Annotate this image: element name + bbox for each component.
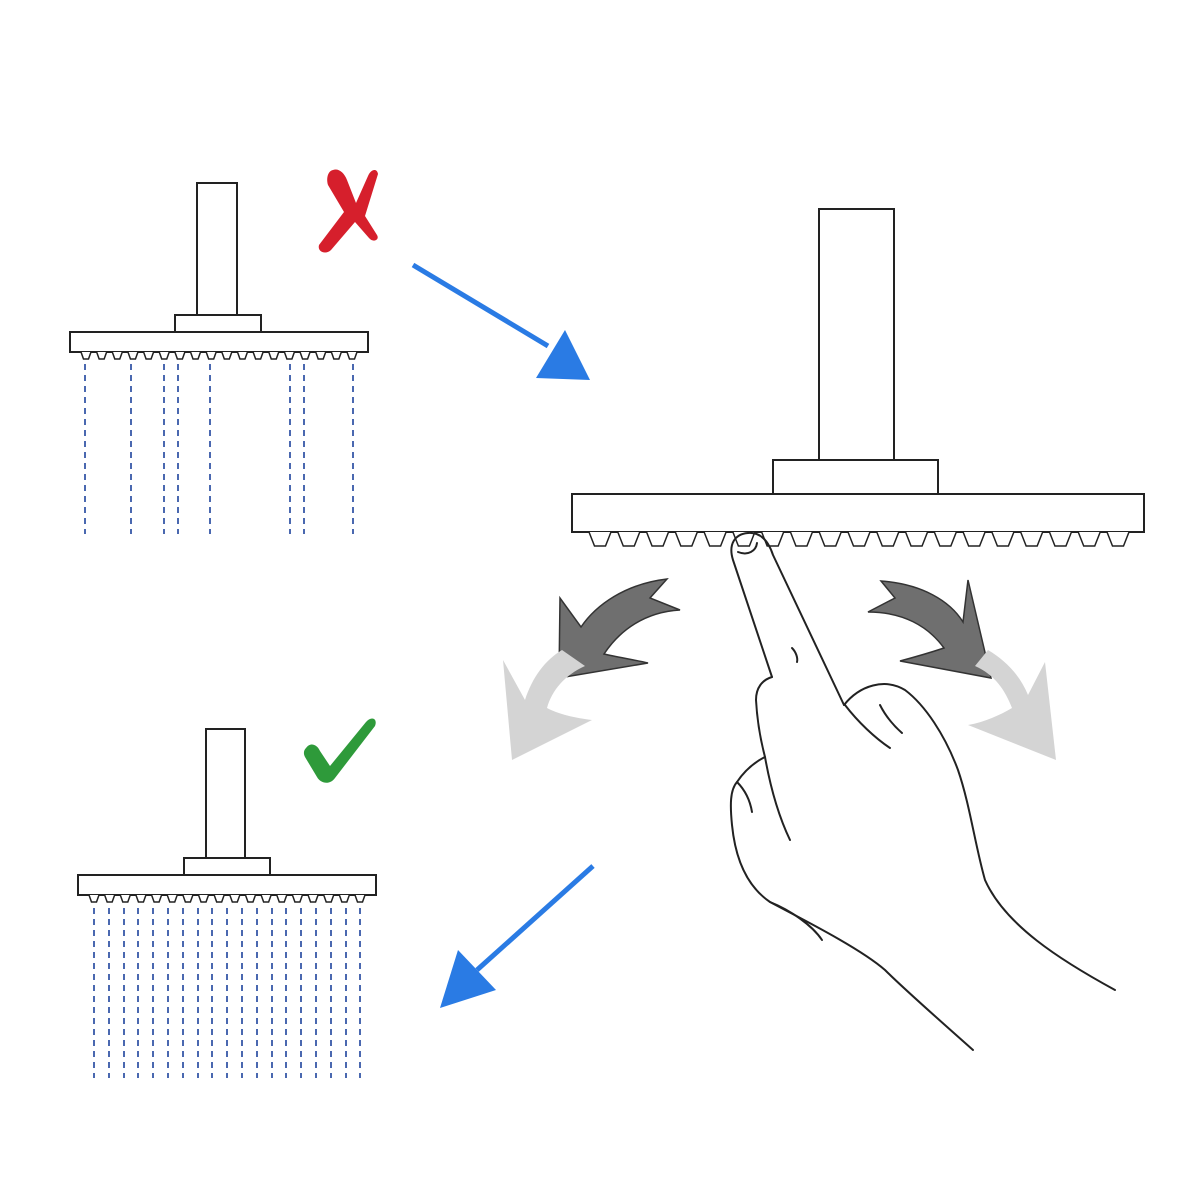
nozzle [1019,531,1044,547]
nozzle [354,894,366,903]
shower-arm [818,208,895,462]
nozzle [111,351,124,360]
nozzle [80,351,92,360]
nozzle [252,351,264,360]
shower-collar [772,459,939,496]
arrow-icon [440,864,595,1008]
hand-icon [729,531,1116,1051]
nozzle [142,351,155,360]
nozzle [307,894,319,903]
shower-arm [205,728,246,860]
nozzle [229,894,241,903]
curved-arrow-icon [503,650,592,760]
curved-arrow-icon [968,650,1056,760]
curved-arrow-icon [558,578,681,679]
cross-mark-icon [318,169,378,253]
nozzle [588,531,612,547]
nozzle [182,894,194,903]
nozzle [95,351,108,360]
nozzle [1106,531,1130,547]
nozzle [818,531,842,547]
nozzle [158,351,170,360]
nozzle [135,894,147,903]
nozzle [904,531,929,547]
nozzle [119,894,132,903]
nozzle [244,894,257,903]
shower-collar [174,314,262,334]
nozzle [103,894,116,903]
nozzle [127,351,139,360]
nozzle [221,351,233,360]
nozzle [197,894,210,903]
nozzle [268,351,280,360]
nozzle-row [80,351,358,360]
nozzle [1048,531,1073,547]
nozzle [174,351,186,360]
nozzle [876,531,900,547]
nozzle [789,531,814,547]
nozzle [150,894,163,903]
nozzle [962,531,986,547]
nozzle [205,351,217,360]
nozzle [645,531,670,547]
nozzle [338,894,351,903]
nozzle [283,351,296,360]
nozzle [260,894,272,903]
curved-arrow-icon [867,579,992,679]
shower-collar [183,857,271,877]
nozzle [1077,531,1101,547]
nozzle [847,531,871,547]
nozzle [314,351,327,360]
nozzle [213,894,225,903]
shower-plate [571,493,1145,533]
shower-plate [77,874,377,896]
shower-head-clogged [69,182,369,360]
nozzle [166,894,178,903]
shower-plate [69,331,369,353]
nozzle [189,351,202,360]
check-mark-icon [303,718,376,783]
shower-head-clean [77,728,377,903]
nozzle-row [588,531,1130,547]
shower-arm [196,182,238,317]
shower-head-large [571,208,1145,547]
nozzle [933,531,958,547]
arrow-icon [411,262,590,380]
nozzle [322,894,335,903]
nozzle [330,351,343,360]
nozzle [236,351,249,360]
nozzle [346,351,358,360]
nozzle [276,894,288,903]
nozzle [991,531,1015,547]
water-flow-full [93,908,361,1078]
water-flow-sparse [84,364,354,534]
nozzle [674,531,699,547]
nozzle [617,531,641,547]
nozzle [299,351,311,360]
nozzle [703,531,727,547]
nozzle [88,894,100,903]
nozzle [291,894,304,903]
nozzle-row [88,894,366,903]
